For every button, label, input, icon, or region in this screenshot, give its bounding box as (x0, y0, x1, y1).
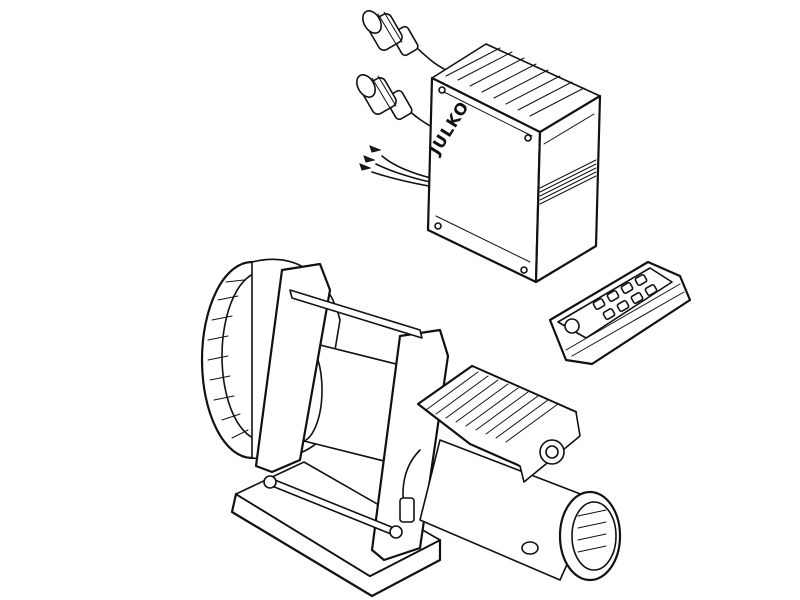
remote-control (548, 260, 692, 366)
power-plug-lower (356, 74, 435, 129)
remote-stop-button (564, 318, 580, 334)
winch (200, 258, 622, 598)
remote-buttons (592, 273, 658, 321)
tie-rods (263, 289, 423, 539)
winch-motor (419, 439, 622, 582)
frame-plate-left (254, 262, 332, 474)
loose-wires (359, 145, 441, 189)
control-box: JULKO (425, 43, 602, 284)
frame-plate-right (370, 328, 450, 562)
winch-control-unit (416, 364, 581, 483)
power-plug-upper (362, 10, 447, 71)
